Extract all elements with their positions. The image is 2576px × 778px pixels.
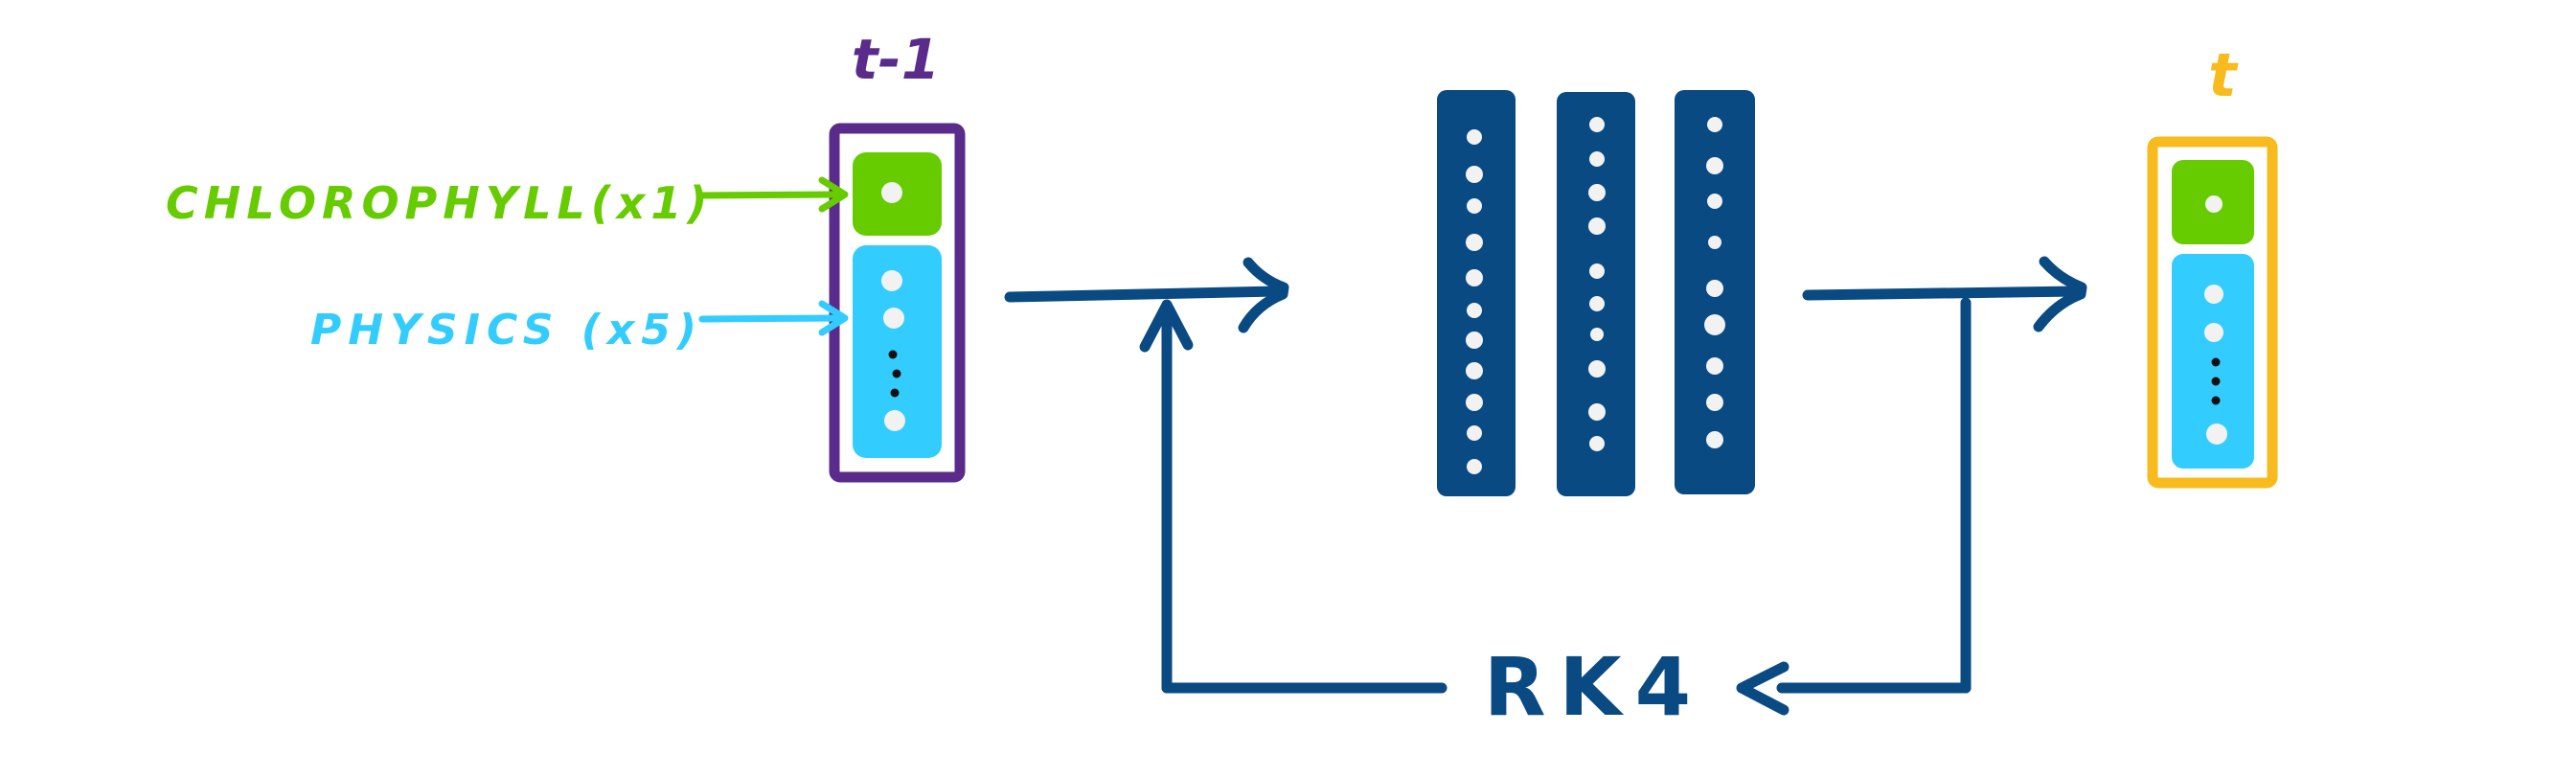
input-state-vector xyxy=(829,123,966,483)
network-layer xyxy=(1557,92,1635,496)
rk4-feedback-loop xyxy=(1139,297,1972,716)
input-physics-dot xyxy=(881,270,902,291)
output-physics-dot xyxy=(2204,323,2223,342)
integrator-label: RK4 xyxy=(1484,640,1704,734)
prev-step-label: t-1 xyxy=(852,27,940,92)
network-layer xyxy=(1437,90,1516,496)
next-step-label: t xyxy=(2208,40,2239,110)
output-physics-dot xyxy=(2206,423,2227,445)
output-ellipsis-dot xyxy=(2211,377,2221,386)
input-chlorophyll-dot xyxy=(881,182,902,203)
output-physics-dot xyxy=(2204,285,2223,304)
output-ellipsis-dot xyxy=(2211,357,2221,367)
output-chlorophyll-dot xyxy=(2205,195,2223,213)
physics-arrow xyxy=(698,300,849,336)
chlorophyll-arrow xyxy=(697,176,849,213)
network-to-output-arrow xyxy=(1802,256,2087,332)
input-physics-cell xyxy=(853,245,942,458)
input-physics-dot xyxy=(883,308,904,329)
physics-label: PHYSICS (x5) xyxy=(310,306,703,355)
chlorophyll-label: CHLOROPHYLL(x1) xyxy=(166,177,713,229)
input-to-network-arrow xyxy=(1004,257,1289,333)
input-physics-dot xyxy=(884,410,905,431)
input-ellipsis-dot xyxy=(888,350,898,359)
input-ellipsis-dot xyxy=(890,388,900,398)
network-layer xyxy=(1675,90,1755,494)
output-ellipsis-dot xyxy=(2211,396,2221,405)
input-ellipsis-dot xyxy=(892,369,901,378)
output-state-vector xyxy=(2147,136,2278,489)
